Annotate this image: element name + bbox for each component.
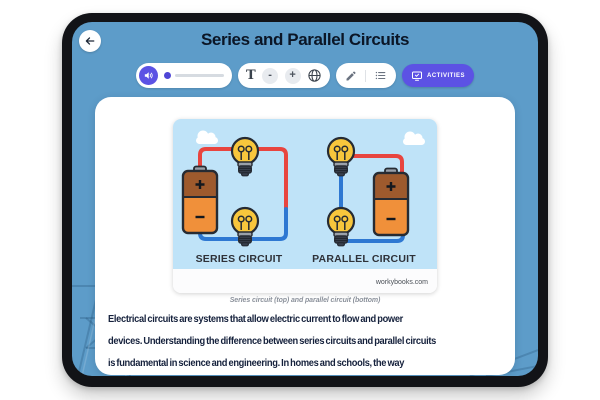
volume-button[interactable] [138, 66, 158, 85]
watermark: workybooks.com [375, 279, 428, 286]
font-decrease-button[interactable]: - [262, 67, 279, 84]
back-button[interactable] [79, 30, 101, 52]
parallel-circuit-label: PARALLEL CIRCUIT [312, 253, 416, 265]
volume-slider-thumb[interactable] [163, 72, 171, 79]
page-title: Series and Parallel Circuits [200, 30, 409, 49]
article-line: devices. Understanding the difference be… [108, 336, 436, 347]
font-size-icon: T [245, 68, 256, 83]
pencil-icon [346, 70, 356, 80]
activities-label: ACTIVITIES [426, 72, 465, 79]
monitor-check-icon [411, 71, 422, 81]
font-controls-pill: T - + [237, 63, 330, 88]
app-screen: Series and Parallel Circuits T - [72, 22, 538, 376]
toolbar: T - + [72, 63, 538, 88]
globe-icon [308, 69, 321, 82]
circuits-figure: SERIES CIRCUIT PARALLEL CIRCUIT workyboo… [173, 119, 437, 293]
back-arrow-icon [85, 37, 95, 45]
article-line: Electrical circuits are systems that all… [108, 314, 403, 325]
volume-pill [135, 63, 232, 88]
font-increase-button[interactable]: + [284, 67, 301, 84]
volume-slider-track[interactable] [174, 74, 224, 77]
figure-caption: Series circuit (top) and parallel circui… [229, 297, 381, 304]
content-card: SERIES CIRCUIT PARALLEL CIRCUIT workyboo… [95, 97, 515, 375]
list-icon [375, 71, 386, 80]
article-line: is fundamental in science and engineerin… [108, 358, 405, 369]
speaker-icon [144, 72, 153, 79]
list-button[interactable] [374, 69, 387, 82]
series-circuit-label: SERIES CIRCUIT [196, 253, 283, 265]
tablet-frame: Series and Parallel Circuits T - [62, 13, 548, 387]
pencil-button[interactable] [345, 70, 357, 82]
toolbar-divider [364, 69, 366, 82]
language-button[interactable] [307, 68, 322, 83]
article-text: Electrical circuits are systems that all… [108, 309, 502, 375]
activities-button[interactable]: ACTIVITIES [401, 64, 474, 87]
annotate-pill [335, 63, 396, 88]
